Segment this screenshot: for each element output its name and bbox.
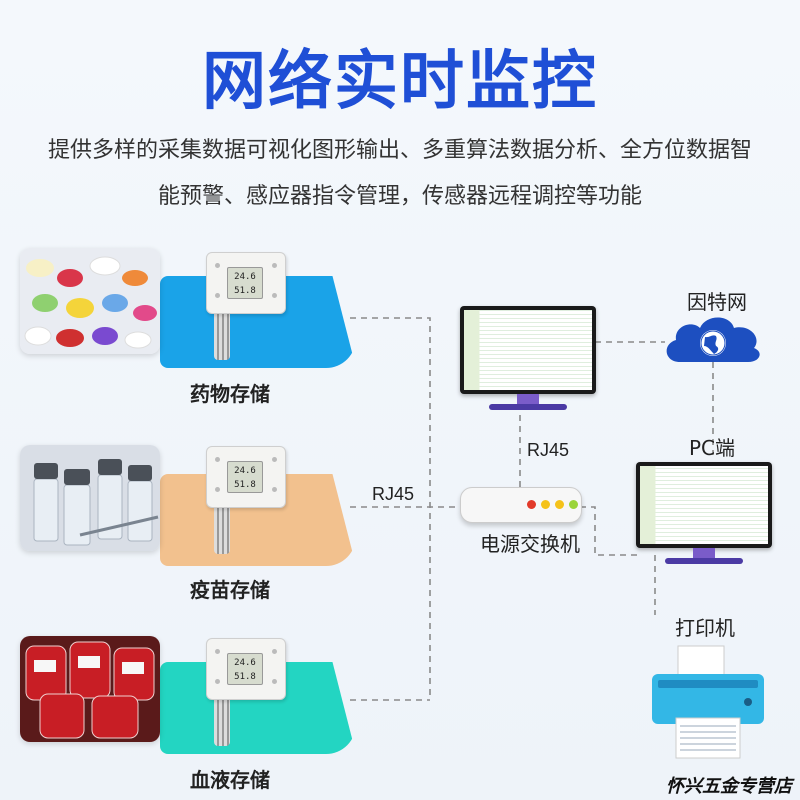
- cloud-icon: [660, 310, 766, 370]
- shop-watermark: 怀兴五金专营店: [666, 776, 792, 797]
- pc-monitor-icon: [636, 462, 772, 564]
- printer-icon: [648, 640, 768, 764]
- sensor-display: 24.6 51.8: [227, 653, 263, 685]
- globe-icon: [700, 330, 726, 356]
- photo-vaccine-vials: [20, 445, 160, 551]
- switch-icon: [460, 487, 582, 523]
- photo-blood-bags: [20, 636, 160, 742]
- page-title: 网络实时监控: [202, 45, 598, 119]
- sensor-blood-storage: 24.6 51.8: [206, 638, 286, 746]
- label-drug-storage: 药物存储: [190, 382, 270, 406]
- line-drug-storage: [350, 317, 431, 700]
- photo-medicine-pills: [20, 248, 160, 354]
- line-switch-pc: [580, 506, 640, 556]
- sensor-display: 24.6 51.8: [227, 461, 263, 493]
- sensor-vaccine-storage: 24.6 51.8: [206, 446, 286, 554]
- page-subtitle: 提供多样的采集数据可视化图形输出、多重算法数据分析、全方位数据智能预警、感应器指…: [47, 138, 752, 209]
- label-rj45-switch: RJ45: [527, 440, 570, 460]
- sensor-display: 24.6 51.8: [227, 267, 263, 299]
- label-printer: 打印机: [675, 616, 735, 640]
- label-switch: 电源交换机: [480, 532, 580, 556]
- label-vaccine-storage: 疫苗存储: [190, 578, 270, 602]
- monitor-icon: [460, 306, 596, 410]
- label-internet: 因特网: [687, 290, 747, 314]
- label-blood-storage: 血液存储: [190, 768, 270, 792]
- label-rj45-left: RJ45: [372, 484, 415, 504]
- sensor-drug-storage: 24.6 51.8: [206, 252, 286, 360]
- label-pc: PC端: [688, 436, 736, 460]
